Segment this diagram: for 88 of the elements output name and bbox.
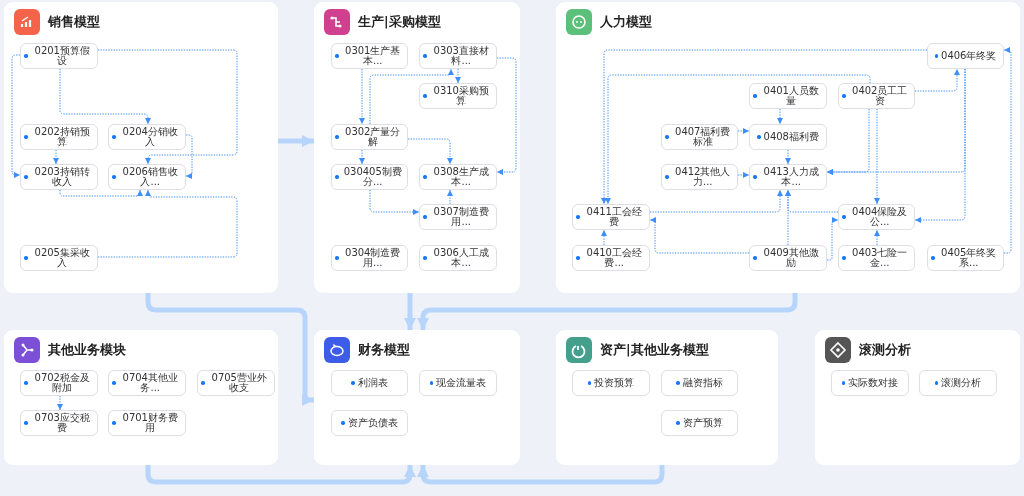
panel-title: 滚测分析 xyxy=(859,342,911,359)
process-box: 融资指标 xyxy=(661,370,738,396)
flow-arrow xyxy=(404,293,416,330)
arrow xyxy=(97,189,238,258)
panel-card xyxy=(556,2,1020,293)
process-box: 0308生产成本... xyxy=(419,164,497,190)
process-box: 0304制造费用... xyxy=(331,245,408,271)
flow-arrow xyxy=(278,135,314,147)
arrow xyxy=(369,68,454,125)
process-box: 现金流量表 xyxy=(419,370,497,396)
panel-card xyxy=(4,330,278,465)
process-box: 0205集采收入 xyxy=(20,245,98,271)
arrow xyxy=(496,57,517,175)
process-box: 0702税金及附加 xyxy=(20,370,98,396)
flow-arrow xyxy=(145,465,416,485)
process-box: 0407福利费标准 xyxy=(661,124,738,150)
panel-card xyxy=(4,2,278,293)
process-box: 资产预算 xyxy=(661,410,738,436)
panel-card xyxy=(314,330,520,465)
flow-arrow xyxy=(417,465,665,485)
process-box: 滚测分析 xyxy=(919,370,997,396)
arrow xyxy=(53,149,59,165)
process-box: 0403七险一金... xyxy=(838,245,915,271)
process-box: 利润表 xyxy=(331,370,408,396)
process-box: 0310采购预算 xyxy=(419,83,497,109)
process-box: 0303直接材料... xyxy=(419,43,497,69)
arrow xyxy=(359,68,365,125)
panel-card xyxy=(815,330,1020,465)
arrow xyxy=(407,138,453,165)
panel-title: 生产|采购模型 xyxy=(358,14,441,31)
process-box: 实际数对接 xyxy=(831,370,909,396)
arrow xyxy=(737,172,750,178)
process-box: 0201预算假设 xyxy=(20,43,98,69)
panel-title: 资产|其他业务模型 xyxy=(600,342,709,359)
flow-arrow xyxy=(417,293,798,330)
process-box: 投资预算 xyxy=(572,370,650,396)
process-box: 0401人员数量 xyxy=(749,83,827,109)
process-box: 0406年终奖 xyxy=(927,43,1004,69)
process-box: 0413人力成本... xyxy=(749,164,827,190)
panel-card xyxy=(314,2,520,293)
process-box: 0412其他人力... xyxy=(661,164,738,190)
arrow xyxy=(185,134,193,179)
process-box: 0704其他业务... xyxy=(108,370,186,396)
arrow xyxy=(649,217,750,254)
process-box: 0409其他激励 xyxy=(749,245,827,271)
flow-arrow xyxy=(145,293,314,406)
process-box: 0204分销收入 xyxy=(108,124,186,150)
process-box: 0301生产基本... xyxy=(331,43,408,69)
arrow xyxy=(59,68,151,125)
process-box: 0410工会经费... xyxy=(572,245,650,271)
process-box: 0408福利费 xyxy=(749,124,827,150)
panel-title: 财务模型 xyxy=(358,342,410,359)
arrow xyxy=(785,189,791,246)
process-box: 0203持销转收入 xyxy=(20,164,98,190)
process-box: 0405年终奖系... xyxy=(927,245,1004,271)
process-box: 资产负债表 xyxy=(331,410,408,436)
arrow xyxy=(737,128,750,134)
process-box: 0402员工工资 xyxy=(838,83,915,109)
process-box: 0701财务费用 xyxy=(108,410,186,436)
process-box: 0302产量分解 xyxy=(331,124,408,150)
process-box: 0705营业外收支 xyxy=(197,370,275,396)
arrow xyxy=(874,108,880,205)
process-box: 0202持销预算 xyxy=(20,124,98,150)
arrow xyxy=(914,68,960,92)
process-box: 0307制造费用... xyxy=(419,204,497,230)
process-box: 0404保险及公... xyxy=(838,204,915,230)
panel-title: 人力模型 xyxy=(600,14,652,31)
arrow xyxy=(601,229,607,246)
panel-title: 销售模型 xyxy=(48,14,100,31)
arrow xyxy=(455,68,461,84)
arrow xyxy=(359,149,365,165)
arrow xyxy=(914,68,966,223)
process-box: 0411工会经费 xyxy=(572,204,650,230)
arrow xyxy=(57,395,63,411)
arrow xyxy=(874,229,880,246)
arrow xyxy=(369,189,420,215)
process-box: 0206销售收入... xyxy=(108,164,186,190)
panel-title: 其他业务模块 xyxy=(48,342,126,359)
arrow xyxy=(97,49,238,165)
process-box: 030405制费分... xyxy=(331,164,408,190)
arrow xyxy=(785,149,791,165)
arrow xyxy=(777,108,783,125)
process-box: 0306人工成本... xyxy=(419,245,497,271)
panel-card xyxy=(556,330,778,465)
arrow xyxy=(447,189,453,205)
arrow xyxy=(649,189,783,213)
arrow xyxy=(601,49,928,205)
process-box: 0703应交税费 xyxy=(20,410,98,436)
